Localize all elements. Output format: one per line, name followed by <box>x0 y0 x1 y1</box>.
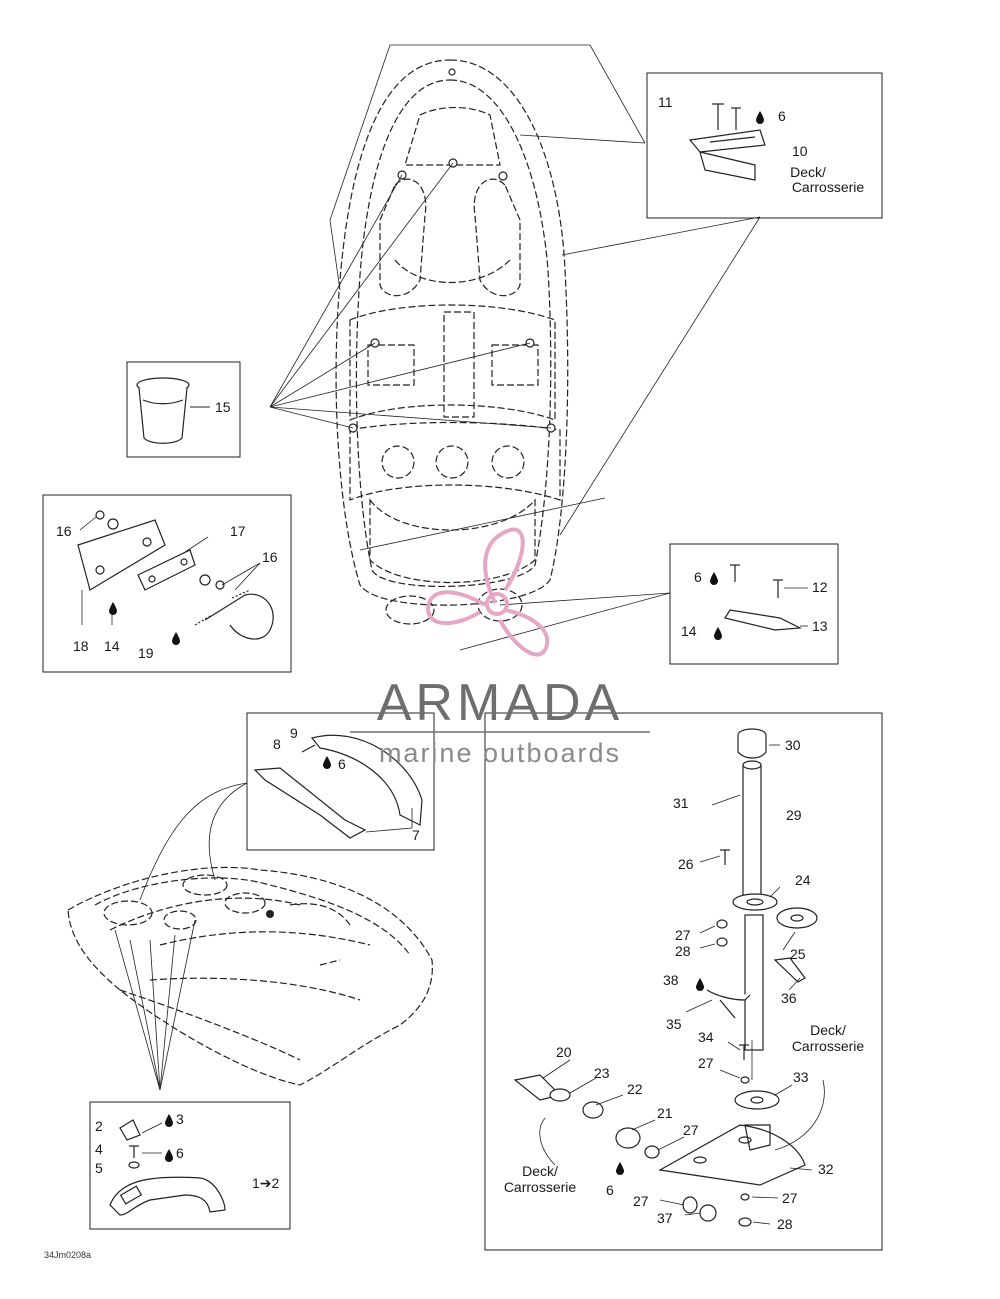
watercraft-perspective-view <box>67 866 433 1086</box>
deck-label-left: Deck/ <box>522 1163 558 1179</box>
callout-15: 15 <box>215 399 231 415</box>
callout-27-e: 27 <box>633 1193 649 1209</box>
callout-37: 37 <box>657 1210 673 1226</box>
callout-3: 3 <box>176 1111 184 1127</box>
callout-19: 19 <box>138 645 154 661</box>
detail-box-bracket: 6 12 14 13 <box>669 543 839 665</box>
detail-box-cup-holder: 15 <box>126 361 241 458</box>
callout-18: 18 <box>73 638 89 654</box>
callout-28: 28 <box>675 943 691 959</box>
callout-6-d: 6 <box>606 1182 614 1198</box>
callout-13: 13 <box>812 618 828 634</box>
callout-1-to-2: 1➔2 <box>252 1175 280 1191</box>
deck-label-right: Deck/ <box>810 1022 846 1038</box>
propeller-logo <box>425 527 550 657</box>
deck-label-fr: Carrosserie <box>792 179 865 195</box>
watermark-title: ARMADA <box>377 674 623 732</box>
callout-27: 27 <box>675 927 691 943</box>
leader-lines <box>269 44 761 651</box>
callout-6-b: 6 <box>694 569 702 585</box>
armada-watermark: ARMADA marine outboards <box>350 527 650 768</box>
watercraft-leaders <box>114 782 248 1091</box>
callout-36: 36 <box>781 990 797 1006</box>
callout-32: 32 <box>818 1161 834 1177</box>
callout-27-d: 27 <box>782 1190 798 1206</box>
deck-label-right-fr: Carrosserie <box>792 1038 865 1054</box>
callout-33: 33 <box>793 1069 809 1085</box>
callout-7: 7 <box>412 827 420 843</box>
callout-23: 23 <box>594 1065 610 1081</box>
deck-label: Deck/ <box>790 164 826 180</box>
callout-14: 14 <box>104 638 120 654</box>
callout-30: 30 <box>785 737 801 753</box>
callout-22: 22 <box>627 1081 643 1097</box>
callout-2: 2 <box>95 1118 103 1134</box>
deck-label-left-fr: Carrosserie <box>504 1179 577 1195</box>
detail-box-mounting-plates: 16 17 16 18 14 19 <box>42 494 292 673</box>
callout-9: 9 <box>290 725 298 741</box>
callout-6-c: 6 <box>338 756 346 772</box>
callout-27-c: 27 <box>683 1122 699 1138</box>
watermark-subtitle: marine outboards <box>379 738 621 768</box>
callout-27-b: 27 <box>698 1055 714 1071</box>
detail-box-steering-post: 30 31 29 26 24 27 28 25 38 36 35 34 Deck… <box>484 712 883 1251</box>
callout-20: 20 <box>556 1044 572 1060</box>
callout-26: 26 <box>678 856 694 872</box>
callout-31: 31 <box>673 795 689 811</box>
callout-6-e: 6 <box>176 1145 184 1161</box>
detail-box-handle-cover: 9 8 6 7 <box>246 712 435 851</box>
reference-code: 34Jm0208a <box>44 1250 91 1260</box>
callout-21: 21 <box>657 1105 673 1121</box>
callout-16-b: 16 <box>262 549 278 565</box>
callout-24: 24 <box>795 872 811 888</box>
callout-35: 35 <box>666 1016 682 1032</box>
callout-6: 6 <box>778 108 786 124</box>
callout-8: 8 <box>273 736 281 752</box>
callout-29: 29 <box>786 807 802 823</box>
watercraft-fastener <box>266 910 274 918</box>
callout-12: 12 <box>812 579 828 595</box>
detail-box-grab-handle: 2 3 4 6 5 1➔2 <box>89 1101 291 1230</box>
callout-14-b: 14 <box>681 623 697 639</box>
callout-10: 10 <box>792 143 808 159</box>
callout-16: 16 <box>56 523 72 539</box>
callout-5: 5 <box>95 1160 103 1176</box>
callout-25: 25 <box>790 946 806 962</box>
callout-11: 11 <box>658 94 673 110</box>
callout-4: 4 <box>95 1141 103 1157</box>
deck-fastener-points <box>348 68 556 433</box>
deck-top-view <box>335 59 569 625</box>
detail-box-cleat: 11 6 10 Deck/ Carrosserie <box>646 72 883 219</box>
callout-34: 34 <box>698 1029 714 1045</box>
callout-17: 17 <box>230 523 246 539</box>
callout-38: 38 <box>663 972 679 988</box>
callout-28-b: 28 <box>777 1216 793 1232</box>
